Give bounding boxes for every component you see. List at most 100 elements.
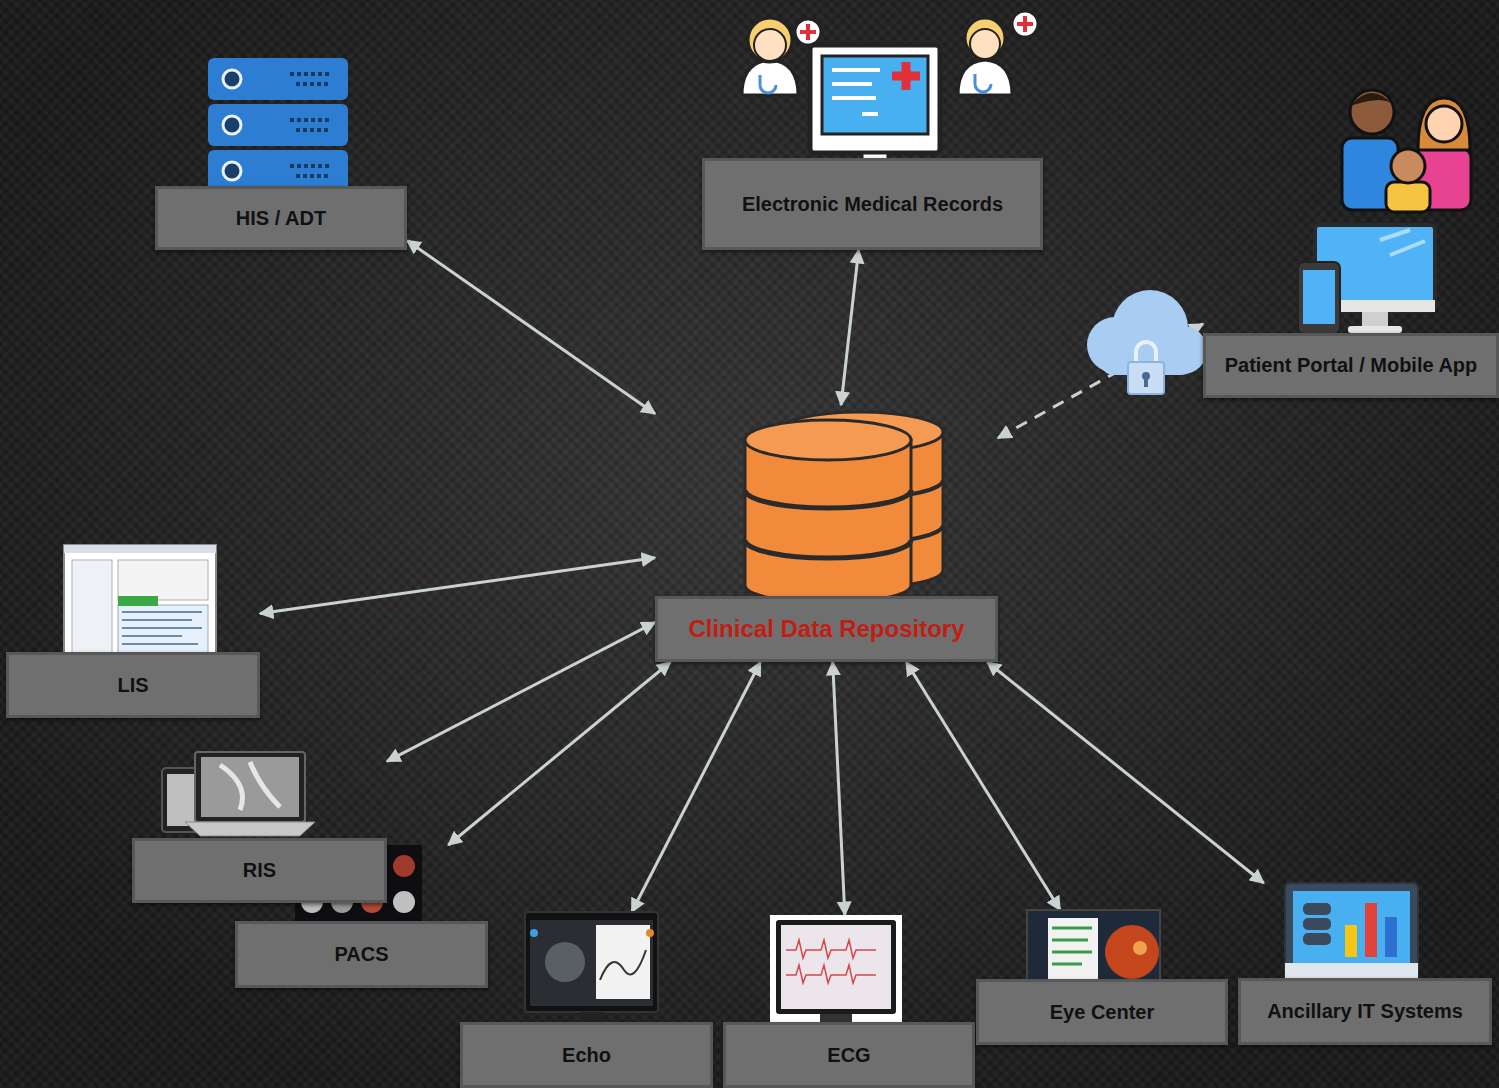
cloud-icon [1144, 378, 1148, 387]
doctor-icon [795, 19, 821, 45]
ecg-monitor [781, 925, 891, 1009]
doctor-icon [800, 24, 816, 40]
echo-monitor [530, 929, 538, 937]
devices-icon [1348, 326, 1402, 333]
data-flow-arrow [407, 241, 655, 414]
ecg-monitor [786, 940, 876, 958]
doctor-icon [1017, 16, 1033, 32]
system-node: Electronic Medical Records [702, 5, 1043, 250]
echo-monitor [646, 929, 654, 937]
node-label: PACS [334, 943, 388, 966]
monitor-icon [832, 70, 880, 114]
software-screenshot [122, 612, 202, 644]
laptop-icon [201, 757, 299, 817]
analytics-monitor [1303, 903, 1331, 915]
laptop-icon [220, 762, 280, 810]
system-node: RIS [132, 752, 387, 903]
doctor-icon [958, 11, 1038, 95]
software-screenshot [118, 560, 208, 600]
node-label: Eye Center [1050, 1001, 1155, 1024]
node-label: RIS [243, 859, 276, 882]
system-node: Ancillary IT Systems [1238, 883, 1492, 1045]
data-flow-arrow [387, 622, 655, 761]
server-icon [208, 104, 348, 146]
devices-icon [1362, 312, 1388, 326]
echo-monitor [600, 950, 646, 980]
devices-icon [1298, 262, 1340, 334]
data-flow-arrow [448, 662, 670, 845]
database-icon [745, 412, 943, 603]
cloud-icon [1136, 342, 1156, 362]
label-box: Eye Center [976, 979, 1228, 1045]
eye-screen [1133, 941, 1147, 955]
node-label: HIS / ADT [236, 207, 326, 230]
data-flow-arrow [841, 250, 859, 405]
analytics-monitor [1365, 903, 1377, 957]
database-icon [745, 420, 911, 460]
eye-screen [1052, 928, 1092, 964]
system-node: LIS [6, 545, 260, 718]
node-label: LIS [117, 674, 148, 697]
scan-images [393, 891, 415, 913]
system-node: Clinical Data Repository [655, 405, 998, 662]
eye-screen [1105, 925, 1159, 979]
label-box: PACS [235, 921, 488, 988]
server-icon [223, 70, 241, 88]
family-icon [1386, 182, 1430, 212]
family-icon [1350, 90, 1394, 134]
doctor-icon [748, 18, 792, 62]
label-box: LIS [6, 652, 260, 718]
echo-monitor [580, 1012, 604, 1020]
data-flow-arrow [906, 662, 1060, 910]
eye-screen [1048, 918, 1098, 986]
analytics-monitor [1345, 925, 1357, 957]
echo-monitor [545, 942, 585, 982]
label-box: RIS [132, 838, 387, 903]
label-box: Clinical Data Repository [655, 596, 998, 662]
software-screenshot [118, 605, 208, 655]
devices-icon [1303, 270, 1335, 324]
software-screenshot [64, 545, 216, 662]
data-flow-arrow [987, 662, 1263, 883]
laptop-icon [185, 822, 315, 836]
system-node: ECG [723, 915, 975, 1088]
monitor-icon [892, 62, 920, 90]
analytics-monitor [1303, 918, 1331, 930]
system-node: Echo [460, 912, 713, 1088]
system-node: PACS [235, 845, 488, 988]
doctor-icon [754, 29, 786, 61]
software-screenshot [64, 545, 216, 553]
node-label: Patient Portal / Mobile App [1225, 354, 1478, 377]
label-box: Echo [460, 1022, 713, 1088]
ecg-monitor [786, 965, 876, 983]
echo-monitor [596, 925, 650, 999]
database-icon [745, 440, 911, 603]
ecg-monitor [770, 915, 902, 1032]
analytics-monitor [1285, 963, 1418, 978]
software-screenshot [72, 560, 112, 655]
software-screenshot [64, 545, 216, 662]
analytics-monitor [1285, 883, 1418, 991]
cloud-icon [1087, 290, 1207, 394]
devices-icon [1298, 225, 1435, 334]
family-icon [1418, 98, 1470, 150]
family-icon [1391, 149, 1425, 183]
label-box: HIS / ADT [155, 186, 407, 250]
doctor-icon [1012, 11, 1038, 37]
system-node: Eye Center [976, 910, 1228, 1045]
doctor-icon [958, 60, 1012, 95]
label-box: Patient Portal / Mobile App [1203, 333, 1499, 398]
doctor-icon [760, 75, 776, 93]
label-box: Ancillary IT Systems [1238, 978, 1492, 1045]
system-node: Patient Portal / Mobile App [1203, 85, 1499, 398]
node-label: Clinical Data Repository [688, 615, 964, 643]
doctor-icon [970, 29, 1000, 59]
label-box: Electronic Medical Records [702, 158, 1043, 250]
data-flow-arrow [260, 558, 655, 614]
server-icon [290, 74, 330, 176]
echo-monitor [530, 920, 653, 1006]
family-icon [1342, 90, 1471, 212]
server-icon [208, 58, 348, 192]
doctor-icon [975, 74, 991, 92]
